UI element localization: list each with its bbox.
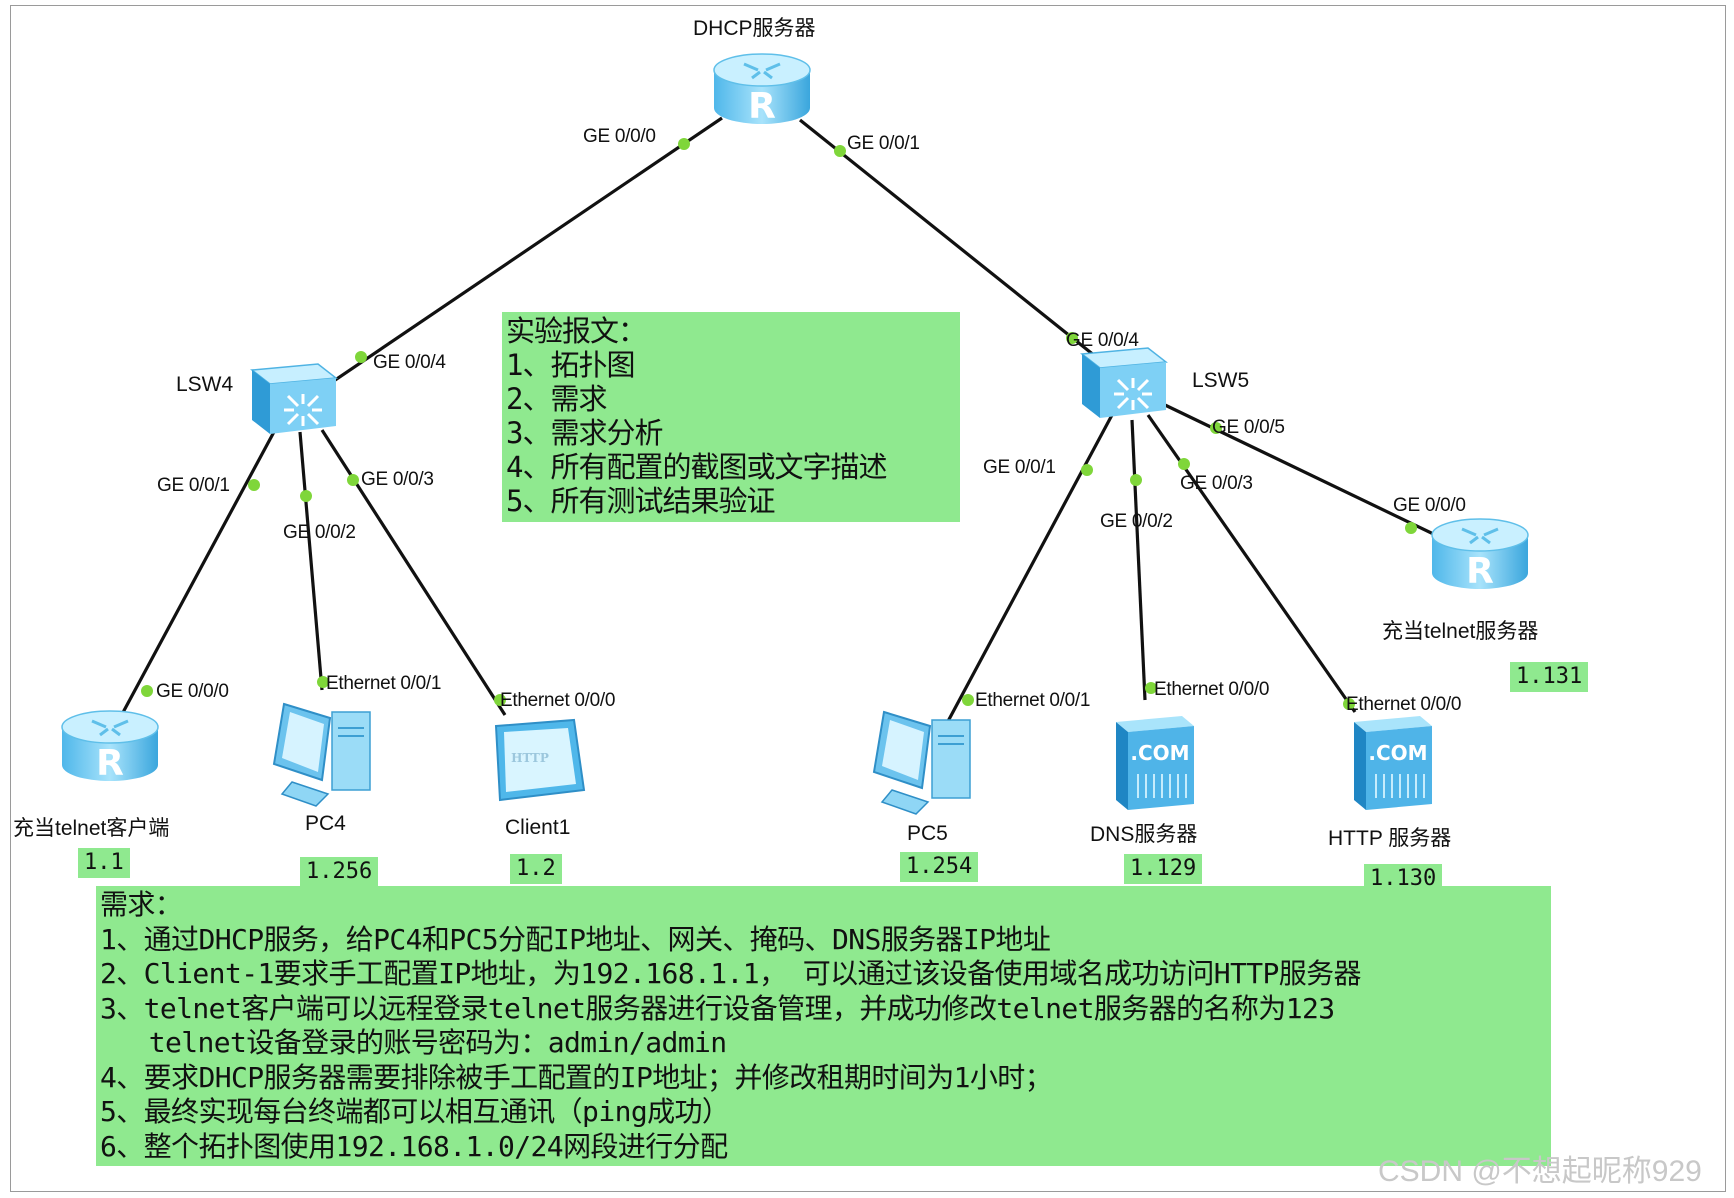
requirements-note: 需求： 1、通过DHCP服务，给PC4和PC5分配IP地址、网关、掩码、DNS服… bbox=[96, 886, 1551, 1166]
port-dot bbox=[962, 694, 974, 706]
port-dot bbox=[300, 490, 312, 502]
port-label: GE 0/0/3 bbox=[361, 469, 434, 490]
http-server-icon[interactable]: .COM bbox=[1350, 714, 1436, 814]
port-label: Ethernet 0/0/0 bbox=[500, 690, 616, 711]
lsw4-label: LSW4 bbox=[176, 373, 234, 396]
telnet-server-router-icon[interactable]: R bbox=[1430, 515, 1530, 595]
requirements-note-line: telnet设备登录的账号密码为：admin/admin bbox=[100, 1026, 727, 1059]
dhcp-server-router-icon[interactable]: R bbox=[712, 50, 812, 130]
port-dot bbox=[1210, 422, 1222, 434]
port-dot bbox=[1130, 474, 1142, 486]
requirements-note-line: 1、通过DHCP服务，给PC4和PC5分配IP地址、网关、掩码、DNS服务器IP… bbox=[100, 922, 1051, 956]
canvas-frame bbox=[10, 5, 1726, 1192]
telnet-client-router-icon[interactable]: R bbox=[60, 707, 160, 787]
telnet-client-label: 充当telnet客户端 bbox=[13, 817, 170, 840]
experiment-note-item: 5、所有测试结果验证 bbox=[506, 484, 775, 518]
experiment-note-item: 4、所有配置的截图或文字描述 bbox=[506, 450, 887, 484]
port-label: GE 0/0/0 bbox=[156, 681, 229, 702]
link-lsw5-dns bbox=[1130, 419, 1147, 701]
ip-tag-pc5: 1.254 bbox=[900, 852, 979, 882]
experiment-note-title: 实验报文： bbox=[506, 314, 647, 348]
port-label: Ethernet 0/0/0 bbox=[1346, 694, 1462, 715]
watermark: CSDN @不想起昵称929 bbox=[1378, 1155, 1702, 1188]
pc5-label: PC5 bbox=[907, 822, 948, 845]
port-label: Ethernet 0/0/0 bbox=[1154, 679, 1270, 700]
port-dot bbox=[355, 351, 367, 363]
lsw4-switch-icon[interactable] bbox=[248, 356, 340, 436]
port-dot bbox=[1145, 682, 1157, 694]
port-label: GE 0/0/5 bbox=[1212, 417, 1285, 438]
telnet-server-label: 充当telnet服务器 bbox=[1382, 620, 1539, 643]
client1-http-client-icon[interactable]: HTTP bbox=[490, 718, 588, 804]
pc4-computer-icon[interactable] bbox=[270, 702, 382, 810]
pc4-label: PC4 bbox=[305, 812, 346, 835]
lsw5-switch-icon[interactable] bbox=[1078, 340, 1170, 420]
port-dot bbox=[494, 694, 506, 706]
experiment-note-item: 3、需求分析 bbox=[506, 416, 663, 450]
svg-text:R: R bbox=[1466, 551, 1494, 592]
requirements-note-title: 需求： bbox=[100, 888, 183, 921]
requirements-note-line: 3、telnet客户端可以远程登录telnet服务器进行设备管理，并成功修改te… bbox=[100, 991, 1335, 1025]
requirements-note-line: 4、要求DHCP服务器需要排除被手工配置的IP地址；并修改租期时间为1小时； bbox=[100, 1060, 1053, 1094]
http-server-label: HTTP 服务器 bbox=[1328, 827, 1452, 850]
experiment-note: 实验报文： 1、拓扑图 2、需求 3、需求分析 4、所有配置的截图或文字描述 5… bbox=[502, 312, 960, 522]
port-dot bbox=[1081, 464, 1093, 476]
port-label: GE 0/0/2 bbox=[1100, 511, 1173, 532]
svg-text:.COM: .COM bbox=[1130, 741, 1189, 765]
port-label: Ethernet 0/0/1 bbox=[975, 690, 1091, 711]
requirements-note-line: 2、Client-1要求手工配置IP地址，为192.168.1.1， 可以通过该… bbox=[100, 957, 1362, 990]
link-lsw4-telnet-client bbox=[118, 429, 277, 719]
port-dot bbox=[1066, 332, 1078, 344]
svg-text:HTTP: HTTP bbox=[511, 751, 549, 765]
port-dot bbox=[678, 138, 690, 150]
ip-tag-dns-server: 1.129 bbox=[1124, 854, 1203, 884]
port-dot bbox=[347, 474, 359, 486]
port-dot bbox=[141, 685, 153, 697]
svg-text:.COM: .COM bbox=[1368, 741, 1427, 765]
link-dhcp-lsw4 bbox=[315, 116, 723, 395]
port-label: GE 0/0/1 bbox=[983, 457, 1056, 478]
client1-label: Client1 bbox=[505, 816, 571, 839]
port-label: Ethernet 0/0/1 bbox=[326, 673, 442, 694]
ip-tag-client1: 1.2 bbox=[510, 854, 562, 884]
port-label: GE 0/0/2 bbox=[283, 522, 356, 543]
port-label: GE 0/0/4 bbox=[1066, 330, 1139, 351]
dns-server-label: DNS服务器 bbox=[1090, 823, 1198, 846]
port-label: GE 0/0/0 bbox=[583, 126, 656, 147]
port-dot bbox=[1405, 522, 1417, 534]
experiment-note-item: 2、需求 bbox=[506, 382, 607, 416]
port-label: GE 0/0/1 bbox=[847, 133, 920, 154]
svg-text:R: R bbox=[748, 86, 776, 127]
link-lsw5-http bbox=[1146, 414, 1357, 713]
link-lsw4-pc4 bbox=[298, 431, 324, 691]
port-dot bbox=[1343, 698, 1355, 710]
pc5-computer-icon[interactable] bbox=[870, 710, 982, 818]
port-dot bbox=[317, 676, 329, 688]
port-label: GE 0/0/1 bbox=[157, 475, 230, 496]
port-label: GE 0/0/4 bbox=[373, 352, 446, 373]
lsw5-label: LSW5 bbox=[1192, 369, 1250, 392]
experiment-note-item: 1、拓扑图 bbox=[506, 348, 635, 382]
link-dhcp-lsw5 bbox=[799, 118, 1111, 370]
requirements-note-line: 5、最终实现每台终端都可以相互通讯（ping成功） bbox=[100, 1095, 730, 1128]
port-label: GE 0/0/0 bbox=[1393, 495, 1466, 516]
port-dot bbox=[1178, 458, 1190, 470]
ip-tag-telnet-server: 1.131 bbox=[1510, 662, 1589, 692]
port-dot bbox=[834, 145, 846, 157]
svg-text:R: R bbox=[96, 743, 124, 784]
ip-tag-pc4: 1.256 bbox=[300, 857, 379, 887]
dhcp-server-label: DHCP服务器 bbox=[693, 17, 816, 40]
port-label: GE 0/0/3 bbox=[1180, 473, 1253, 494]
ip-tag-telnet-client: 1.1 bbox=[78, 848, 130, 878]
requirements-note-line: 6、整个拓扑图使用192.168.1.0/24网段进行分配 bbox=[100, 1129, 728, 1163]
port-dot bbox=[248, 479, 260, 491]
dns-server-icon[interactable]: .COM bbox=[1112, 714, 1198, 814]
